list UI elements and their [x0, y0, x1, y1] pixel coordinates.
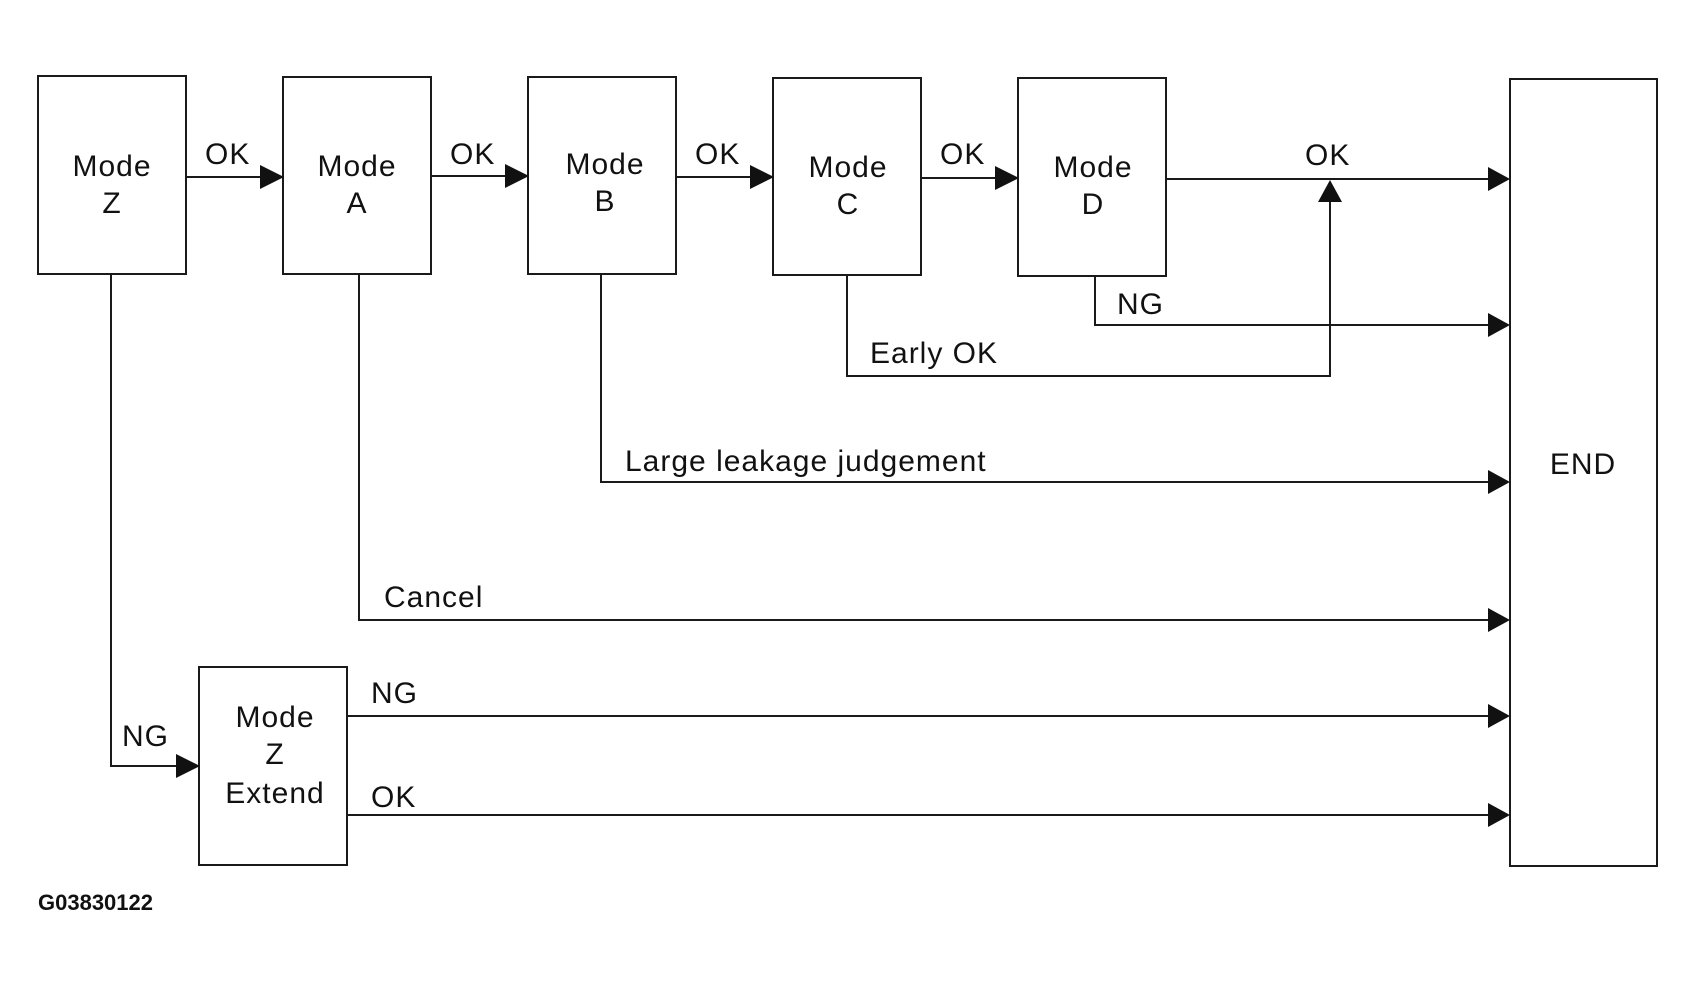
- mode-z-extend-label-1: Mode: [235, 701, 314, 734]
- edge-b-large-leakage-label: Large leakage judgement: [625, 445, 987, 478]
- edge-z-a-label: OK: [205, 138, 250, 171]
- edge-d-ng: [1094, 276, 1490, 326]
- mode-d-box: [1017, 77, 1167, 277]
- mode-z-label-1: Mode: [72, 150, 151, 183]
- mode-a-box: [282, 76, 432, 275]
- arrow-a-b: [505, 164, 529, 188]
- edge-extend-ok-label: OK: [371, 781, 416, 814]
- mode-a-label-2: A: [346, 187, 367, 220]
- mode-z-label-2: Z: [102, 187, 121, 220]
- mode-z-box: [37, 75, 187, 275]
- end-label: END: [1550, 448, 1616, 481]
- mode-z-extend-label-3: Extend: [225, 777, 324, 810]
- arrow-c-d: [995, 166, 1019, 190]
- edge-a-b-label: OK: [450, 138, 495, 171]
- mode-z-extend-label-2: Z: [265, 738, 284, 771]
- edge-b-c-label: OK: [695, 138, 740, 171]
- arrow-d-ng: [1488, 313, 1510, 337]
- edge-c-early-ok: [846, 200, 1331, 377]
- end-box: [1509, 78, 1658, 867]
- mode-c-label-2: C: [837, 188, 860, 221]
- mode-b-label-1: Mode: [565, 148, 644, 181]
- arrow-z-ng: [176, 754, 200, 778]
- mode-d-label-2: D: [1082, 188, 1105, 221]
- mode-b-box: [527, 76, 677, 275]
- arrow-d-end: [1488, 167, 1510, 191]
- edge-d-end-label: OK: [1305, 139, 1350, 172]
- mode-b-label-2: B: [594, 185, 615, 218]
- figure-code: G03830122: [38, 890, 153, 915]
- mode-c-label-1: Mode: [808, 151, 887, 184]
- edge-c-early-ok-label: Early OK: [870, 337, 998, 370]
- mode-d-label-1: Mode: [1053, 151, 1132, 184]
- arrow-b-c: [750, 165, 774, 189]
- arrow-b-large-leakage: [1488, 470, 1510, 494]
- arrow-extend-ok: [1488, 803, 1510, 827]
- mode-c-box: [772, 77, 922, 276]
- edge-c-d-label: OK: [940, 138, 985, 171]
- arrow-c-early-ok: [1318, 180, 1342, 202]
- edge-z-ng: [110, 274, 178, 767]
- mode-a-label-1: Mode: [317, 150, 396, 183]
- mode-z-extend-box: [198, 666, 348, 866]
- edge-d-ng-label: NG: [1117, 288, 1164, 321]
- edge-b-large-leakage: [600, 274, 1490, 483]
- edge-z-ng-label: NG: [122, 720, 169, 753]
- arrow-extend-ng: [1488, 704, 1510, 728]
- arrow-a-cancel: [1488, 608, 1510, 632]
- edge-a-cancel-label: Cancel: [384, 581, 483, 614]
- arrow-z-a: [260, 165, 284, 189]
- edge-a-cancel: [358, 274, 1490, 621]
- edge-extend-ng-label: NG: [371, 677, 418, 710]
